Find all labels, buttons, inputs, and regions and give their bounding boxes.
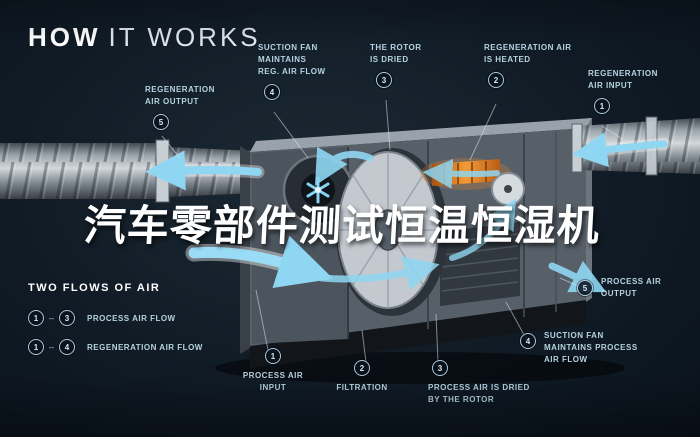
callout-number-badge: 2 (488, 72, 504, 88)
air-flow-arrows (145, 132, 670, 293)
legend-row-regeneration: 1 – 4 REGENERATION AIR FLOW (28, 339, 203, 355)
callout-number-badge: 1 (594, 98, 610, 114)
legend-title: TWO FLOWS OF AIR (28, 282, 161, 294)
callout-number-badge: 4 (520, 333, 536, 349)
callout-suction-fan-process: 4 SUCTION FAN MAINTAINS PROCESS AIR FLOW (520, 330, 638, 366)
callout-label: REGENERATION AIR OUTPUT (145, 85, 215, 106)
legend-dash: – (49, 342, 55, 352)
callout-number-badge: 2 (354, 360, 370, 376)
callout-regeneration-air-heated: REGENERATION AIR IS HEATED 2 (484, 42, 572, 88)
callout-regeneration-air-input: REGENERATION AIR INPUT 1 (588, 68, 658, 114)
callout-process-air-dried: 3 PROCESS AIR IS DRIED BY THE ROTOR (428, 360, 530, 406)
callout-suction-fan-reg: SUCTION FAN MAINTAINS REG. AIR FLOW 4 (258, 42, 326, 100)
callout-label: PROCESS AIR IS DRIED BY THE ROTOR (428, 383, 530, 404)
callout-label: PROCESS AIR OUTPUT (601, 277, 662, 298)
legend: TWO FLOWS OF AIR 1 – 3 PROCESS AIR FLOW … (28, 282, 203, 355)
filter-grille (440, 222, 520, 306)
callout-label: FILTRATION (336, 383, 388, 392)
callout-number-badge: 4 (264, 84, 280, 100)
callout-label: THE ROTOR IS DRIED (370, 43, 422, 64)
legend-row-process: 1 – 3 PROCESS AIR FLOW (28, 310, 203, 326)
callout-process-air-input: 1 PROCESS AIR INPUT (238, 348, 308, 394)
legend-badge-to: 4 (59, 339, 76, 355)
callout-rotor-is-dried: THE ROTOR IS DRIED 3 (370, 42, 421, 88)
legend-label: PROCESS AIR FLOW (87, 313, 176, 323)
title-how: HOW (28, 22, 101, 52)
callout-label: REGENERATION AIR INPUT (588, 69, 658, 90)
callout-number-badge: 3 (432, 360, 448, 376)
legend-dash: – (49, 313, 55, 323)
legend-badge-from: 1 (28, 310, 44, 326)
callout-label: SUCTION FAN MAINTAINS REG. AIR FLOW (258, 43, 326, 76)
title-it-works: IT WORKS (108, 22, 261, 52)
watermark-text: 汽车零部件测试恒温恒湿机 (82, 202, 602, 249)
callout-number-badge: 1 (265, 348, 281, 364)
callout-number-badge: 3 (376, 72, 392, 88)
callout-label: PROCESS AIR INPUT (242, 371, 304, 392)
callout-filtration: 2 FILTRATION (332, 360, 392, 394)
callout-number-badge: 5 (577, 280, 593, 296)
callout-process-air-output: 5 PROCESS AIR OUTPUT (577, 276, 661, 300)
callout-regeneration-air-output: REGENERATION AIR OUTPUT 5 (145, 84, 215, 130)
legend-badge-to: 3 (59, 310, 76, 326)
callout-label: SUCTION FAN MAINTAINS PROCESS AIR FLOW (544, 331, 638, 364)
legend-label: REGENERATION AIR FLOW (87, 342, 203, 352)
leader-lines (161, 99, 631, 363)
legend-badge-from: 1 (28, 339, 44, 355)
callout-label: REGENERATION AIR IS HEATED (484, 43, 572, 64)
machine-shadow (215, 352, 625, 384)
callout-number-badge: 5 (153, 114, 169, 130)
